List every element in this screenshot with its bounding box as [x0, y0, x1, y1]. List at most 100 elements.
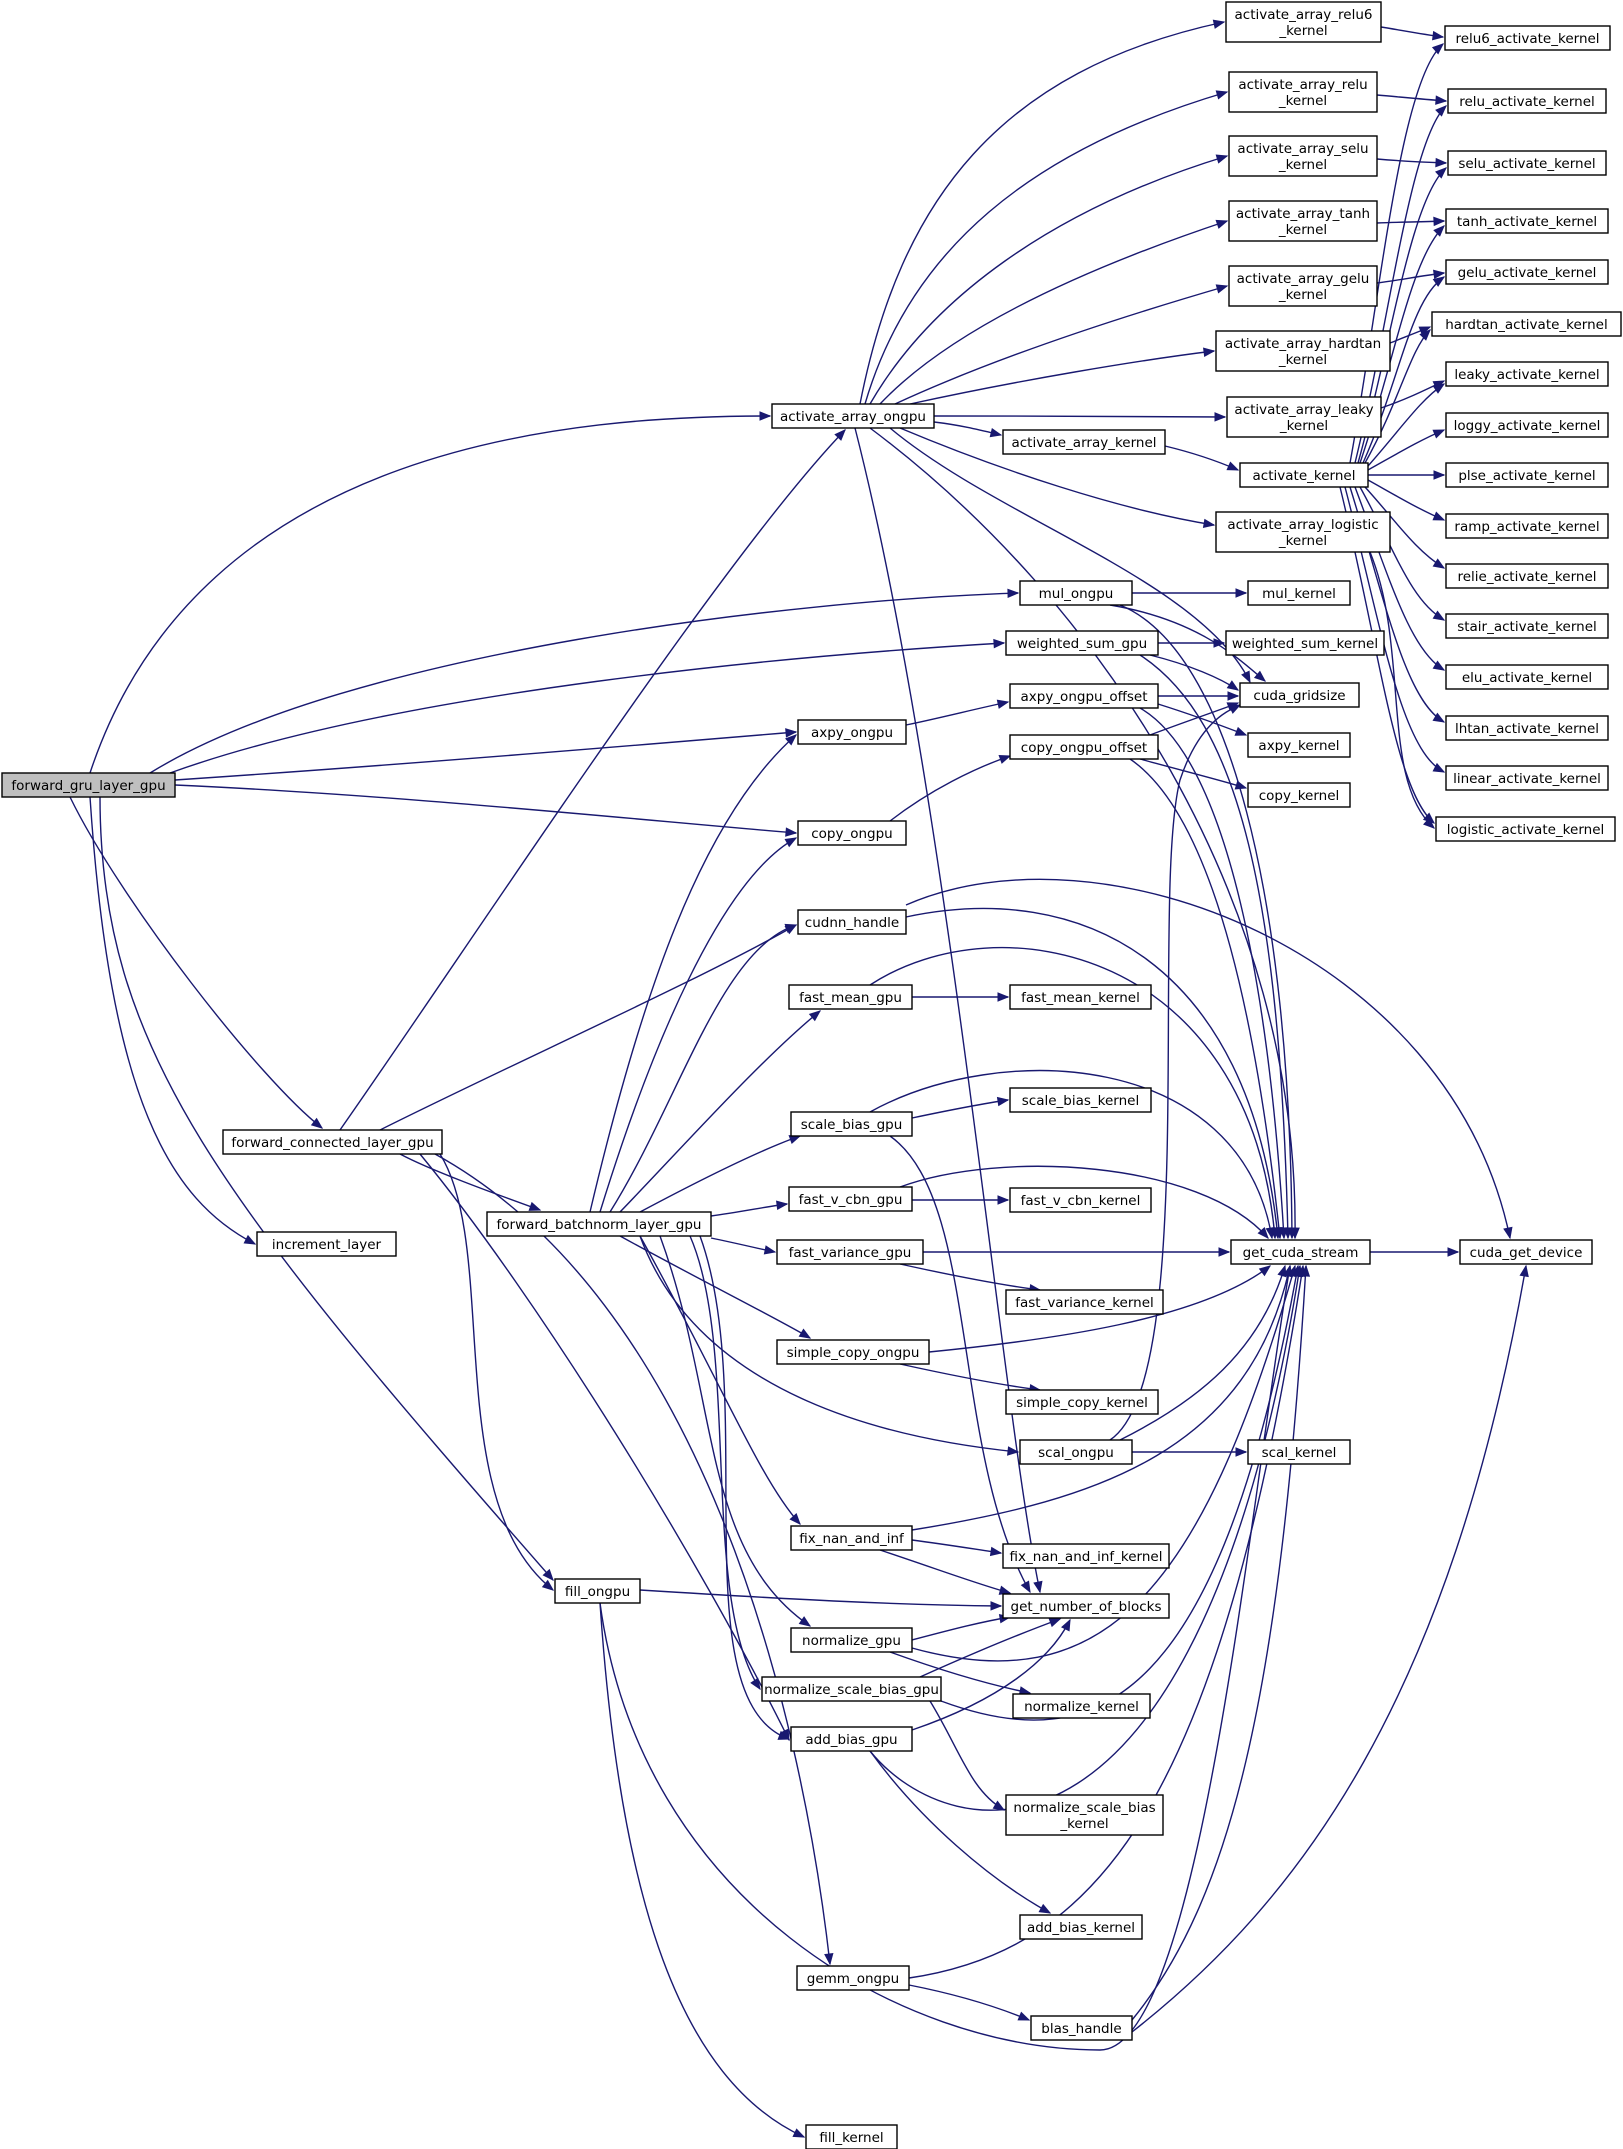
node-cudnn-handle[interactable]: cudnn_handle — [797, 909, 907, 935]
node-activate-array-relu6-kernel[interactable]: activate_array_relu6_kernel — [1225, 1, 1382, 43]
node-blas-handle[interactable]: blas_handle — [1030, 2015, 1133, 2041]
node-normalize-scale-bias-gpu[interactable]: normalize_scale_bias_gpu — [761, 1676, 942, 1702]
edge-normalize_scale_bias_gpu-to-get_number_of_blocks — [919, 1618, 1062, 1678]
edge-line — [889, 1651, 1031, 1694]
node-fast-v-cbn-gpu[interactable]: fast_v_cbn_gpu — [788, 1186, 913, 1212]
node-forward-batchnorm-layer-gpu[interactable]: forward_batchnorm_layer_gpu — [486, 1211, 712, 1237]
edge-arrowhead — [990, 1601, 1003, 1611]
node-copy-ongpu[interactable]: copy_ongpu — [797, 820, 907, 846]
edge-scale_bias_gpu-to-get_number_of_blocks — [889, 1135, 1031, 1594]
node-forward-gru-layer-gpu[interactable]: forward_gru_layer_gpu — [1, 772, 176, 798]
node-forward-connected-layer-gpu[interactable]: forward_connected_layer_gpu — [222, 1129, 443, 1155]
node-plse-activate-kernel[interactable]: plse_activate_kernel — [1445, 462, 1609, 488]
node-scal-kernel[interactable]: scal_kernel — [1247, 1439, 1351, 1465]
node-activate-kernel[interactable]: activate_kernel — [1239, 462, 1369, 488]
node-activate-array-logistic-kernel[interactable]: activate_array_logistic_kernel — [1215, 511, 1391, 553]
node-scale-bias-gpu[interactable]: scale_bias_gpu — [790, 1111, 913, 1137]
node-activate-array-kernel[interactable]: activate_array_kernel — [1002, 429, 1166, 455]
node-selu-activate-kernel[interactable]: selu_activate_kernel — [1447, 150, 1607, 176]
node-relu-activate-kernel[interactable]: relu_activate_kernel — [1447, 88, 1607, 114]
node-get-cuda-stream[interactable]: get_cuda_stream — [1230, 1239, 1371, 1265]
node-hardtan-activate-kernel[interactable]: hardtan_activate_kernel — [1431, 311, 1622, 337]
node-box — [1002, 429, 1166, 455]
node-cuda-gridsize[interactable]: cuda_gridsize — [1239, 682, 1360, 708]
node-activate-array-selu-kernel[interactable]: activate_array_selu_kernel — [1228, 135, 1378, 177]
node-box — [1005, 1794, 1164, 1836]
node-label: hardtan_activate_kernel — [1445, 317, 1608, 333]
node-fill-ongpu[interactable]: fill_ongpu — [554, 1578, 641, 1604]
node-fast-variance-gpu[interactable]: fast_variance_gpu — [776, 1239, 924, 1265]
node-activate-array-gelu-kernel[interactable]: activate_array_gelu_kernel — [1228, 265, 1378, 307]
node-increment-layer[interactable]: increment_layer — [256, 1231, 397, 1257]
edge-axpy_ongpu_offset-to-axpy_kernel — [1157, 703, 1248, 736]
node-add-bias-gpu[interactable]: add_bias_gpu — [790, 1726, 913, 1752]
node-gemm-ongpu[interactable]: gemm_ongpu — [796, 1965, 910, 1991]
node-label: _kernel — [1279, 418, 1328, 434]
edge-arrowhead — [788, 1135, 802, 1144]
edge-gemm_ongpu-to-blas_handle — [908, 1984, 1031, 2021]
edge-scal_ongpu-to-cuda_gridsize — [1109, 704, 1242, 1441]
edge-fast_v_cbn_gpu-to-get_cuda_stream — [899, 1165, 1269, 1240]
node-linear-activate-kernel[interactable]: linear_activate_kernel — [1445, 765, 1609, 791]
node-activate-array-leaky-kernel[interactable]: activate_array_leaky_kernel — [1226, 396, 1382, 438]
node-lhtan-activate-kernel[interactable]: lhtan_activate_kernel — [1445, 715, 1609, 741]
node-activate-array-ongpu[interactable]: activate_array_ongpu — [771, 403, 935, 429]
node-fill-kernel[interactable]: fill_kernel — [805, 2124, 898, 2149]
node-fix-nan-and-inf[interactable]: fix_nan_and_inf — [790, 1525, 913, 1551]
node-axpy-kernel[interactable]: axpy_kernel — [1247, 732, 1351, 758]
edge-arrowhead — [785, 734, 798, 746]
node-box — [1239, 682, 1360, 708]
node-fast-mean-gpu[interactable]: fast_mean_gpu — [788, 984, 913, 1010]
node-add-bias-kernel[interactable]: add_bias_kernel — [1019, 1914, 1143, 1940]
edge-arrowhead — [784, 837, 798, 848]
edge-line — [589, 734, 797, 1213]
node-copy-kernel[interactable]: copy_kernel — [1247, 782, 1351, 808]
node-cuda-get-device[interactable]: cuda_get_device — [1459, 1239, 1593, 1265]
node-axpy-ongpu[interactable]: axpy_ongpu — [797, 719, 907, 745]
node-weighted-sum-kernel[interactable]: weighted_sum_kernel — [1225, 630, 1385, 656]
node-fast-mean-kernel[interactable]: fast_mean_kernel — [1009, 984, 1152, 1010]
node-fast-variance-kernel[interactable]: fast_variance_kernel — [1005, 1289, 1164, 1315]
node-activate-array-relu-kernel[interactable]: activate_array_relu_kernel — [1228, 71, 1378, 113]
node-stair-activate-kernel[interactable]: stair_activate_kernel — [1445, 613, 1609, 639]
edge-arrowhead — [792, 2128, 806, 2138]
node-copy-ongpu-offset[interactable]: copy_ongpu_offset — [1009, 734, 1159, 760]
node-normalize-gpu[interactable]: normalize_gpu — [790, 1627, 913, 1653]
node-mul-ongpu[interactable]: mul_ongpu — [1019, 580, 1133, 606]
node-fix-nan-and-inf-kernel[interactable]: fix_nan_and_inf_kernel — [1002, 1543, 1170, 1569]
node-relie-activate-kernel[interactable]: relie_activate_kernel — [1445, 563, 1609, 589]
node-elu-activate-kernel[interactable]: elu_activate_kernel — [1445, 664, 1609, 690]
edge-fill_ongpu-to-get_number_of_blocks — [639, 1589, 1003, 1611]
edge-line — [599, 1265, 1291, 2051]
node-axpy-ongpu-offset[interactable]: axpy_ongpu_offset — [1009, 683, 1159, 709]
node-loggy-activate-kernel[interactable]: loggy_activate_kernel — [1445, 412, 1609, 438]
node-fast-v-cbn-kernel[interactable]: fast_v_cbn_kernel — [1009, 1187, 1152, 1213]
node-label: fill_kernel — [819, 2130, 883, 2146]
node-gelu-activate-kernel[interactable]: gelu_activate_kernel — [1445, 259, 1609, 285]
edge-scale_bias_gpu-to-scale_bias_kernel — [911, 1096, 1010, 1119]
node-scale-bias-kernel[interactable]: scale_bias_kernel — [1009, 1087, 1152, 1113]
node-scal-ongpu[interactable]: scal_ongpu — [1019, 1439, 1133, 1465]
node-simple-copy-kernel[interactable]: simple_copy_kernel — [1005, 1389, 1159, 1415]
node-leaky-activate-kernel[interactable]: leaky_activate_kernel — [1445, 361, 1609, 387]
node-ramp-activate-kernel[interactable]: ramp_activate_kernel — [1445, 513, 1609, 539]
edge-simple_copy_ongpu-to-get_cuda_stream — [928, 1265, 1272, 1353]
edge-arrowhead — [798, 1328, 812, 1339]
node-get-number-of-blocks[interactable]: get_number_of_blocks — [1002, 1593, 1170, 1619]
node-activate-array-hardtan-kernel[interactable]: activate_array_hardtan_kernel — [1215, 330, 1391, 372]
edge-activate_array_ongpu-to-activate_array_logistic_kernel — [899, 427, 1216, 529]
node-mul-kernel[interactable]: mul_kernel — [1247, 580, 1351, 606]
node-label: relu_activate_kernel — [1459, 94, 1595, 110]
node-normalize-scale-bias-kernel[interactable]: normalize_scale_bias_kernel — [1005, 1794, 1164, 1836]
node-weighted-sum-gpu[interactable]: weighted_sum_gpu — [1005, 630, 1159, 656]
node-label: fill_ongpu — [565, 1584, 630, 1600]
edge-line — [434, 1153, 831, 1965]
node-logistic-activate-kernel[interactable]: logistic_activate_kernel — [1435, 816, 1616, 842]
node-tanh-activate-kernel[interactable]: tanh_activate_kernel — [1445, 208, 1609, 234]
node-normalize-kernel[interactable]: normalize_kernel — [1012, 1693, 1151, 1719]
node-simple-copy-ongpu[interactable]: simple_copy_ongpu — [776, 1339, 930, 1365]
edge-arrowhead — [1048, 1618, 1062, 1628]
node-relu6-activate-kernel[interactable]: relu6_activate_kernel — [1444, 25, 1611, 51]
node-activate-array-tanh-kernel[interactable]: activate_array_tanh_kernel — [1228, 200, 1378, 242]
node-label: logistic_activate_kernel — [1447, 822, 1605, 838]
